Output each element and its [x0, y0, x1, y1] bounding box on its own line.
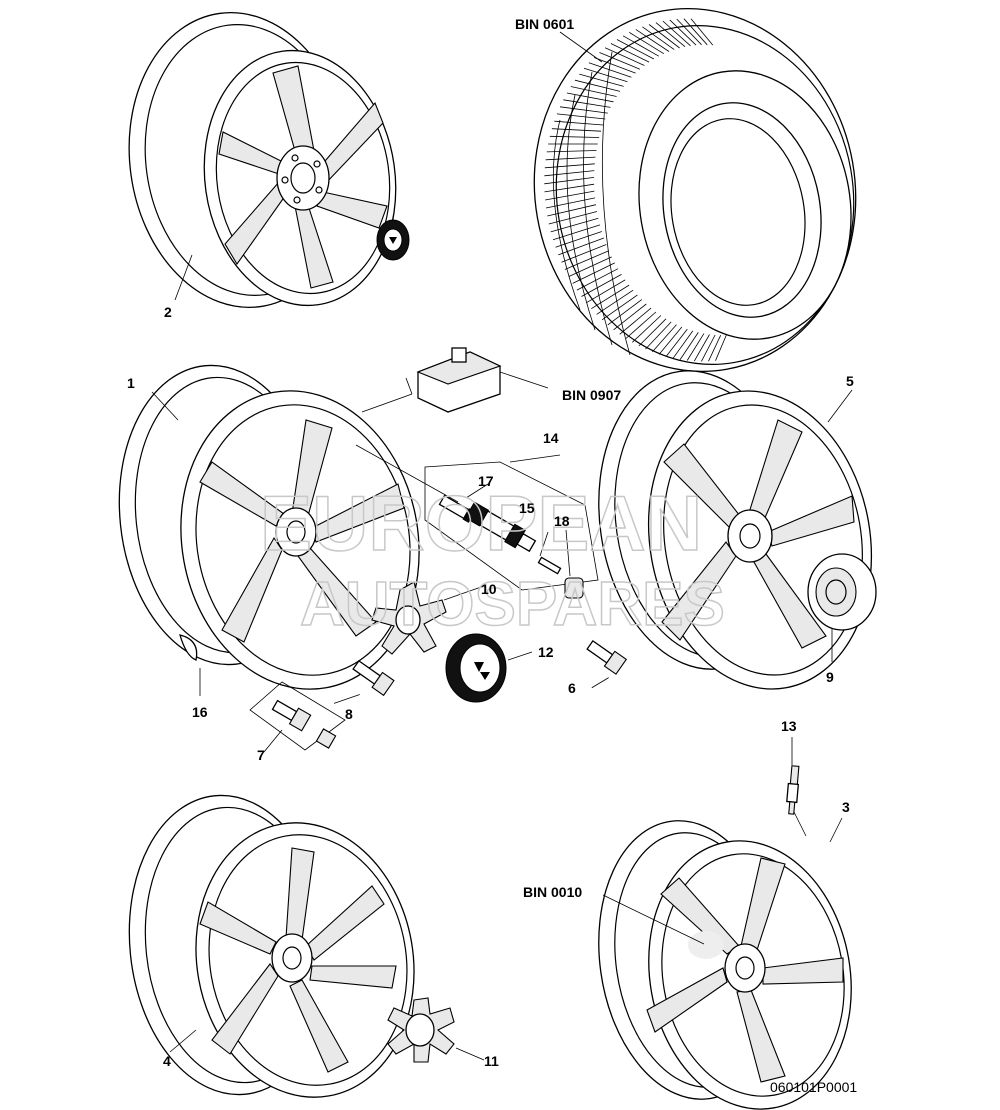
cap-spider-11	[387, 997, 485, 1063]
wheel-1-drawing	[118, 364, 420, 696]
callout-12: 12	[538, 644, 554, 660]
callout-bin-0601: BIN 0601	[515, 16, 574, 32]
center-cap-2	[376, 219, 410, 261]
callout-6: 6	[568, 680, 576, 696]
callout-1: 1	[127, 375, 135, 391]
callout-10: 10	[481, 581, 497, 597]
callout-11: 11	[484, 1053, 499, 1069]
hub-cover-9	[807, 553, 877, 662]
bolt-6-drawing	[586, 639, 628, 689]
callout-18: 18	[554, 513, 570, 529]
valve-13	[786, 765, 800, 815]
wheel-4-drawing	[128, 794, 485, 1098]
watermark-line-2: AUTOSPARES	[300, 570, 725, 639]
bolt-kit-7-drawing	[249, 681, 346, 753]
callout-labels: 2 BIN 0601 1 BIN 0907 5 14 17 15 18 10 1…	[127, 16, 857, 1095]
callout-bin-0907: BIN 0907	[562, 387, 621, 403]
watermark-line-1: EUROPEAN	[260, 479, 702, 567]
callout-9: 9	[826, 669, 834, 685]
tyre-drawing	[533, 7, 857, 373]
valve-assembly-drawing	[355, 444, 599, 599]
callout-13: 13	[781, 718, 797, 734]
callout-17: 17	[478, 473, 494, 489]
watermark: EUROPEAN AUTOSPARES	[259, 478, 725, 640]
figure-code: 060101P0001	[770, 1079, 857, 1095]
callout-16: 16	[192, 704, 208, 720]
center-cap-12-drawing	[445, 633, 533, 703]
callout-7: 7	[257, 747, 265, 763]
callout-14: 14	[543, 430, 559, 446]
wheel-2-drawing	[128, 11, 410, 309]
callout-4: 4	[163, 1053, 171, 1069]
wheel-5-drawing	[598, 370, 877, 690]
wheel-3-drawing	[598, 737, 852, 1110]
callout-15: 15	[519, 500, 535, 516]
cap-spider-10-drawing	[371, 581, 485, 655]
callout-2: 2	[164, 304, 172, 320]
callout-8: 8	[345, 706, 353, 722]
tpms-sensor-drawing	[361, 347, 549, 413]
callout-3: 3	[842, 799, 850, 815]
tread-marks	[544, 18, 727, 362]
bolt-8-drawing	[333, 659, 395, 704]
callout-5: 5	[846, 373, 854, 389]
callout-bin-0010: BIN 0010	[523, 884, 582, 900]
